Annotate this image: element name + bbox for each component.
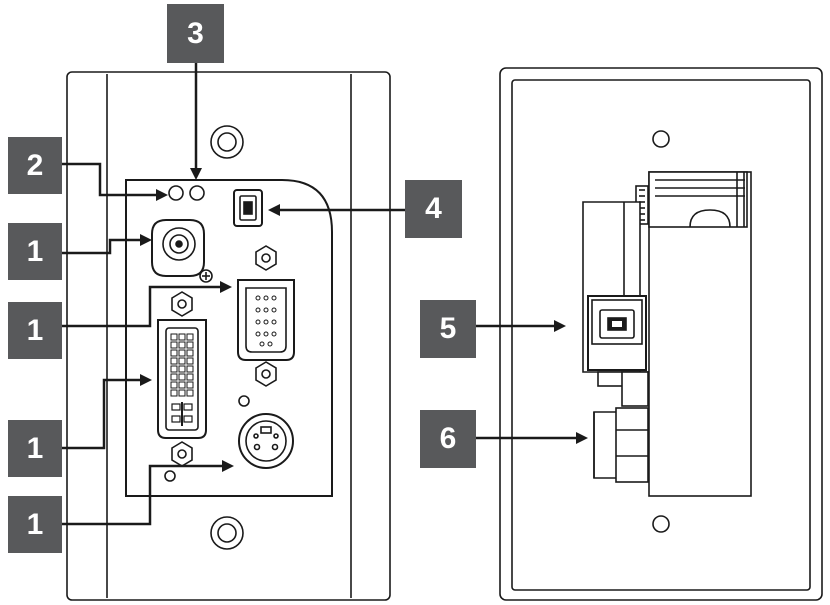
callout-2-label: 2 (26, 149, 44, 182)
callout-5: 5 (420, 300, 476, 358)
dvi-pin (170, 333, 178, 341)
ground-screw (199, 269, 213, 283)
dvi-pin (186, 373, 194, 381)
dvi-pins (170, 333, 194, 397)
usb-b-port (587, 295, 647, 371)
bottom-mounting-hole (210, 516, 244, 550)
dvi-pin (186, 357, 194, 365)
dvi-pin (186, 333, 194, 341)
front-wall-plate (66, 71, 391, 601)
dvi-pin (170, 357, 178, 365)
hex-standoff-dvi-bottom (171, 441, 193, 467)
rear-top-hole (652, 130, 670, 148)
dvi-pin (178, 381, 186, 389)
callout-4-label: 4 (425, 192, 442, 225)
dvi-pin (178, 373, 186, 381)
callout-6-label: 6 (439, 422, 457, 455)
callout-2: 2 (8, 137, 62, 194)
dvi-pin (170, 341, 178, 349)
hex-standoff-dvi-top (171, 291, 193, 317)
leader-lines (62, 63, 588, 526)
dvi-pin (170, 389, 178, 397)
callout-4: 4 (405, 180, 462, 238)
callout-1-bnc-label: 1 (26, 235, 44, 268)
callout-1-bnc: 1 (8, 223, 62, 280)
vga-connector (237, 279, 295, 361)
usb-port (233, 189, 263, 227)
callout-3-label: 3 (187, 17, 204, 50)
callout-3: 3 (167, 4, 224, 63)
hex-standoff-vga-bottom (255, 361, 277, 387)
dvi-pin (170, 381, 178, 389)
s-video-connector (238, 413, 294, 469)
dvi-pin (186, 389, 194, 397)
dvi-pin (178, 365, 186, 373)
dvi-pin (170, 349, 178, 357)
callout-1-svideo-label: 1 (26, 508, 44, 541)
dvi-pin (186, 381, 194, 389)
dvi-connector (157, 319, 207, 439)
callout-1-vga-label: 1 (26, 314, 44, 347)
dvi-cross-pin (171, 402, 193, 426)
dvi-pin (178, 333, 186, 341)
terminal-block (593, 407, 649, 483)
dvi-pin (178, 389, 186, 397)
callout-5-label: 5 (439, 312, 457, 345)
callout-1-dvi-label: 1 (26, 432, 44, 465)
dvi-pin (170, 373, 178, 381)
dvi-pin (186, 349, 194, 357)
callout-6: 6 (420, 410, 476, 468)
bnc-connector (151, 219, 205, 277)
vga-pins (255, 295, 277, 347)
dvi-pin (186, 341, 194, 349)
connector-insert-panel (125, 179, 333, 497)
led-indicator-left (168, 185, 184, 201)
hex-standoff-vga-top (255, 245, 277, 271)
top-connector-block (635, 171, 748, 228)
callout-1-vga: 1 (8, 302, 62, 359)
top-mounting-hole (210, 125, 244, 159)
dvi-pin (178, 357, 186, 365)
rear-bottom-hole (652, 515, 670, 533)
dvi-pin (170, 365, 178, 373)
dvi-pin (178, 341, 186, 349)
small-hole-right (238, 395, 250, 407)
small-hole-left (164, 470, 176, 482)
rear-wall-plate (499, 67, 823, 601)
callout-1-svideo: 1 (8, 496, 62, 553)
led-indicator-right (189, 185, 205, 201)
callout-1-dvi: 1 (8, 420, 62, 477)
dvi-pin (186, 365, 194, 373)
dvi-pin (178, 349, 186, 357)
